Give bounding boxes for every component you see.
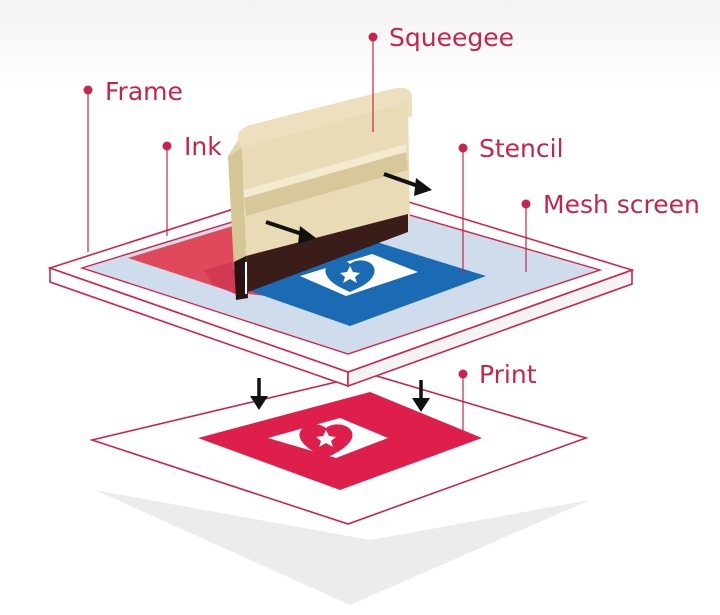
ink-patch <box>204 262 240 296</box>
arrow-icon <box>383 172 432 196</box>
label-ink: Ink <box>184 132 222 161</box>
arrow-down-icon <box>250 378 268 410</box>
label-frame: Frame <box>105 77 183 106</box>
arrow-down-icon <box>412 380 430 412</box>
arrow-icon <box>265 220 316 244</box>
squeegee <box>228 87 412 300</box>
stencil-logo-icon <box>300 254 418 296</box>
label-print: Print <box>479 360 537 389</box>
print-shadow <box>95 490 590 605</box>
print-logo-icon <box>268 418 388 458</box>
label-squeegee: Squeegee <box>389 23 514 52</box>
label-mesh-screen: Mesh screen <box>543 190 700 219</box>
label-stencil: Stencil <box>479 134 564 163</box>
